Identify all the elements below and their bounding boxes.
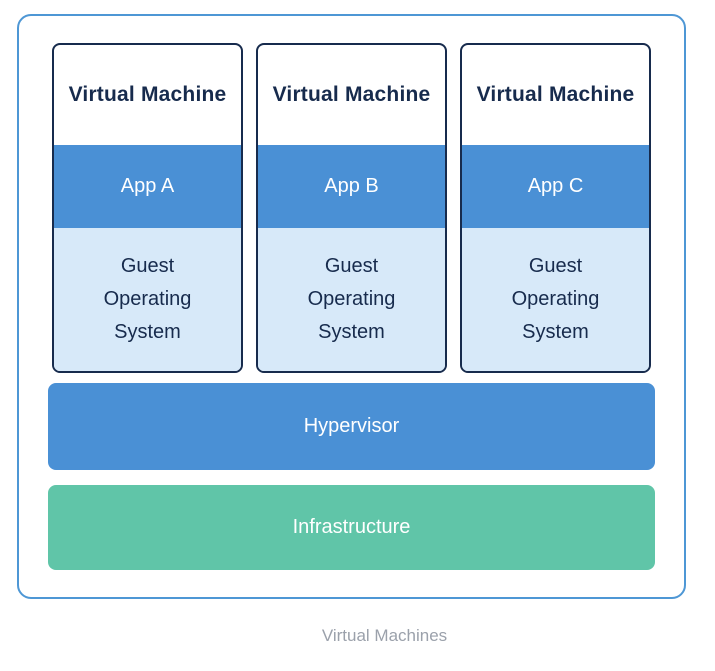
vm-box-c: Virtual Machine App C Guest Operating Sy… xyxy=(460,43,651,373)
guest-os-b: Guest Operating System xyxy=(258,228,445,371)
vm-row: Virtual Machine App A Guest Operating Sy… xyxy=(52,43,651,373)
guest-os-c: Guest Operating System xyxy=(462,228,649,371)
vm-diagram-container: Virtual Machine App A Guest Operating Sy… xyxy=(17,14,686,599)
vm-diagram-content: Virtual Machine App A Guest Operating Sy… xyxy=(48,43,655,570)
app-b-bar: App B xyxy=(258,145,445,228)
guest-os-label: Guest Operating System xyxy=(511,255,600,343)
guest-os-a: Guest Operating System xyxy=(54,228,241,371)
infrastructure-bar: Infrastructure xyxy=(48,485,655,570)
vm-title: Virtual Machine xyxy=(476,83,635,106)
vm-box-b: Virtual Machine App B Guest Operating Sy… xyxy=(256,43,447,373)
vm-box-a: Virtual Machine App A Guest Operating Sy… xyxy=(52,43,243,373)
guest-os-label: Guest Operating System xyxy=(307,255,396,343)
hypervisor-bar: Hypervisor xyxy=(48,383,655,470)
vm-title: Virtual Machine xyxy=(68,83,227,106)
app-a-bar: App A xyxy=(54,145,241,228)
diagram-caption: Virtual Machines xyxy=(321,626,448,645)
guest-os-label: Guest Operating System xyxy=(103,255,192,343)
vm-title: Virtual Machine xyxy=(272,83,431,106)
app-c-bar: App C xyxy=(462,145,649,228)
